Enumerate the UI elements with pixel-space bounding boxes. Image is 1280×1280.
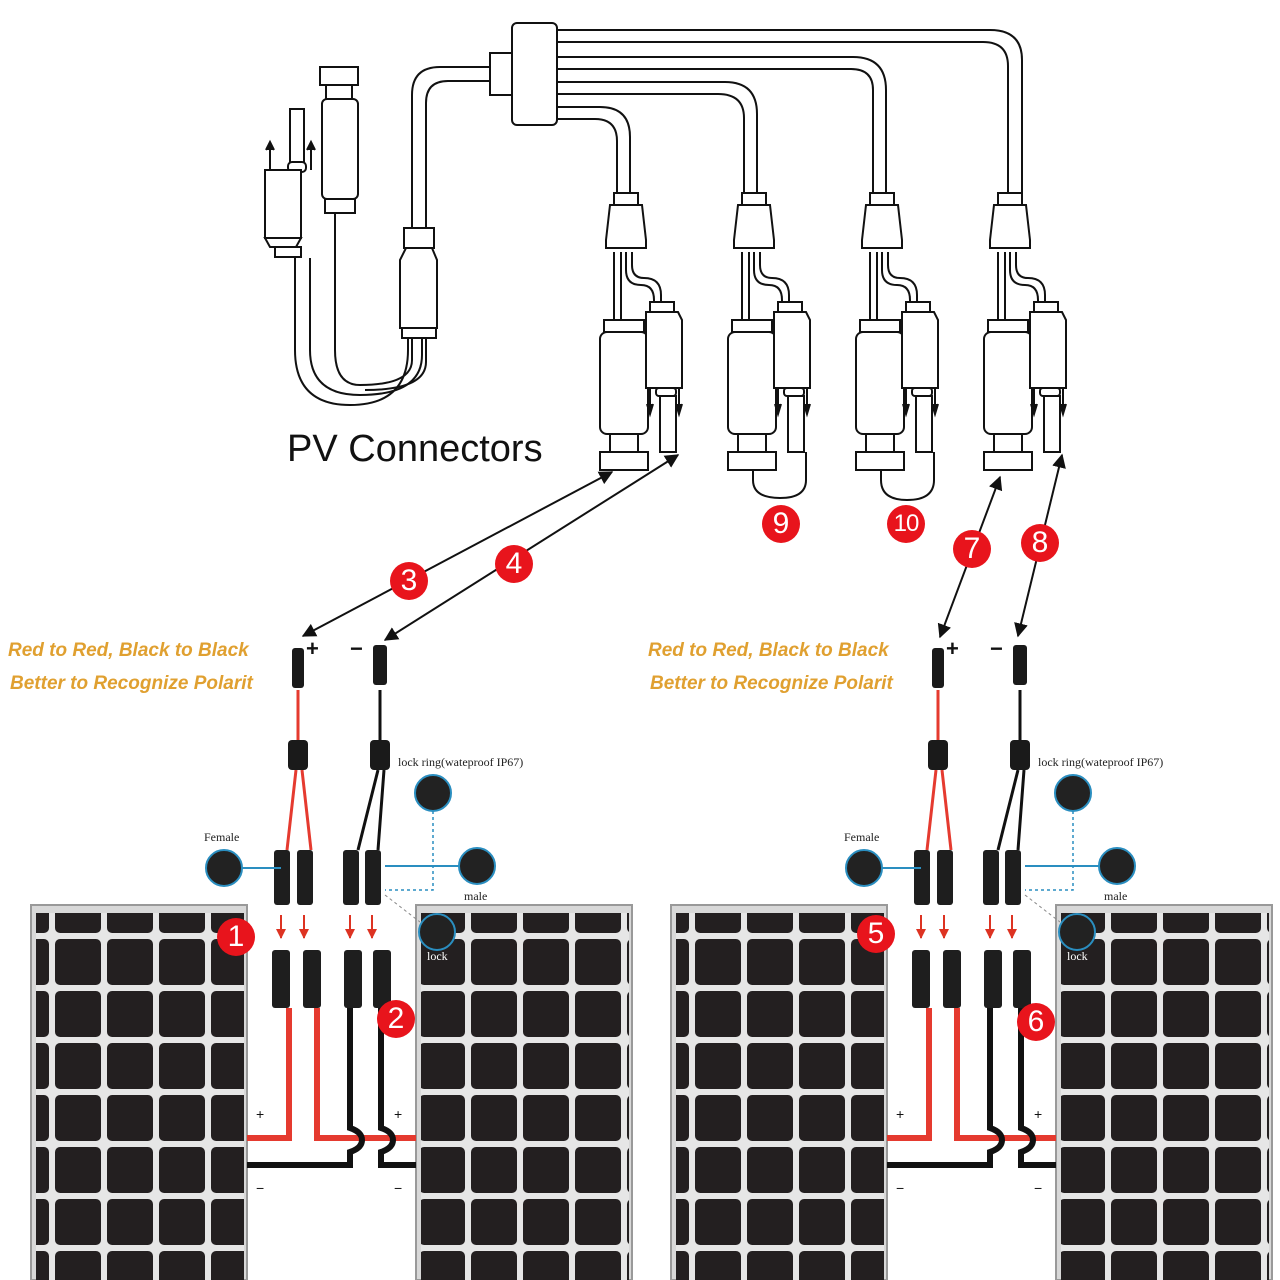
branch-drop-3 — [855, 192, 939, 471]
panel1-negative-wire — [247, 1008, 366, 1168]
panel-connector-3 — [344, 950, 362, 1008]
negative-y-cable — [356, 645, 390, 851]
solar-panel-4 — [1055, 904, 1273, 1280]
panel-connector-1 — [912, 950, 930, 1008]
polarity-note-left-line1: Red to Red, Black to Black — [8, 640, 249, 661]
y-connector-4 — [1005, 850, 1021, 905]
male-connector-closeup — [458, 847, 496, 885]
pv-branch-connector-illustration — [263, 22, 1023, 407]
y-connector-1 — [274, 850, 290, 905]
minus-label-right: − — [990, 636, 1003, 661]
step-marker-9: 9 — [762, 505, 800, 543]
minus-label-left: − — [350, 636, 363, 661]
panel1-positive-wire — [887, 1008, 932, 1141]
branch-drop-1 — [599, 192, 683, 471]
jumper-loop-9 — [752, 452, 807, 500]
step-marker-8: 8 — [1021, 524, 1059, 562]
jumper-loop-10 — [880, 452, 935, 502]
arrow-4 — [383, 454, 680, 641]
female-label-right: Female — [844, 830, 880, 844]
panel-minus-4: − — [1034, 1180, 1043, 1196]
branch-drop-4 — [983, 192, 1067, 471]
panel2-negative-wire — [378, 1008, 416, 1168]
panel-connector-4 — [1013, 950, 1031, 1008]
male-connector-closeup — [1098, 847, 1136, 885]
diagram-title: PV Connectors — [287, 428, 543, 470]
panel-plus-1: + — [256, 1106, 265, 1122]
y-connector-2 — [297, 850, 313, 905]
panel2-positive-wire — [314, 1008, 416, 1141]
solar-panel-3 — [670, 904, 888, 1280]
step-marker-10: 10 — [887, 505, 925, 543]
positive-y-cable — [925, 648, 953, 851]
connection-arrows — [301, 453, 1066, 641]
lock-ring-callout-line — [1025, 811, 1074, 891]
step-marker-7: 7 — [953, 530, 991, 568]
y-connector-3 — [983, 850, 999, 905]
y-connector-3 — [343, 850, 359, 905]
panel1-positive-wire — [247, 1008, 292, 1141]
panel-connector-1 — [272, 950, 290, 1008]
step-marker-3: 3 — [390, 562, 428, 600]
male-label-left: male — [464, 889, 488, 903]
branch-drop-2 — [727, 192, 811, 471]
step-marker-5: 5 — [857, 915, 895, 953]
y-connector-1 — [914, 850, 930, 905]
panel-minus-1: − — [256, 1180, 265, 1196]
solar-panel-2 — [415, 904, 633, 1280]
step-marker-2: 2 — [377, 1000, 415, 1038]
panel-connector-2 — [303, 950, 321, 1008]
wiring-group-2 — [670, 645, 1273, 1280]
panel-plus-3: + — [896, 1106, 905, 1122]
panel2-negative-wire — [1018, 1008, 1056, 1168]
plus-label-right: + — [946, 636, 959, 661]
lock-callout-line — [1024, 894, 1061, 923]
female-connector-closeup — [205, 849, 243, 887]
lock-ring-label-right: lock ring(wateproof IP67) — [1038, 755, 1164, 769]
panel-plus-4: + — [1034, 1106, 1043, 1122]
branch-connector-drops — [599, 192, 1067, 471]
panel-connector-2 — [943, 950, 961, 1008]
panel-connector-3 — [984, 950, 1002, 1008]
step-marker-6: 6 — [1017, 1003, 1055, 1041]
female-connector-closeup — [845, 849, 883, 887]
female-label-left: Female — [204, 830, 240, 844]
lock-ring-closeup — [414, 774, 452, 812]
step-marker-1: 1 — [217, 918, 255, 956]
polarity-note-right-line2: Better to Recognize Polarit — [650, 673, 893, 694]
arrow-3 — [301, 471, 614, 637]
panel2-positive-wire — [954, 1008, 1056, 1141]
lock-ring-callout-line — [385, 811, 434, 891]
lock-ring-label-left: lock ring(wateproof IP67) — [398, 755, 524, 769]
lock-ring-closeup — [1054, 774, 1092, 812]
lock-closeup — [418, 913, 456, 951]
negative-y-cable — [996, 645, 1030, 851]
polarity-note-right-line1: Red to Red, Black to Black — [648, 640, 889, 661]
lock-closeup — [1058, 913, 1096, 951]
male-label-right: male — [1104, 889, 1128, 903]
lock-callout-line — [384, 894, 421, 923]
lock-label-left: lock — [427, 949, 448, 963]
plus-label-left: + — [306, 636, 319, 661]
panel-connector-4 — [373, 950, 391, 1008]
y-connector-2 — [937, 850, 953, 905]
panel-plus-2: + — [394, 1106, 403, 1122]
polarity-note-left-line2: Better to Recognize Polarit — [10, 673, 253, 694]
panel-minus-2: − — [394, 1180, 403, 1196]
solar-panel-1 — [30, 904, 248, 1280]
step-marker-4: 4 — [495, 545, 533, 583]
y-connector-4 — [365, 850, 381, 905]
wiring-group-1 — [30, 645, 633, 1280]
panel1-negative-wire — [887, 1008, 1006, 1168]
positive-y-cable — [285, 648, 313, 851]
lock-label-right: lock — [1067, 949, 1088, 963]
panel-minus-3: − — [896, 1180, 905, 1196]
